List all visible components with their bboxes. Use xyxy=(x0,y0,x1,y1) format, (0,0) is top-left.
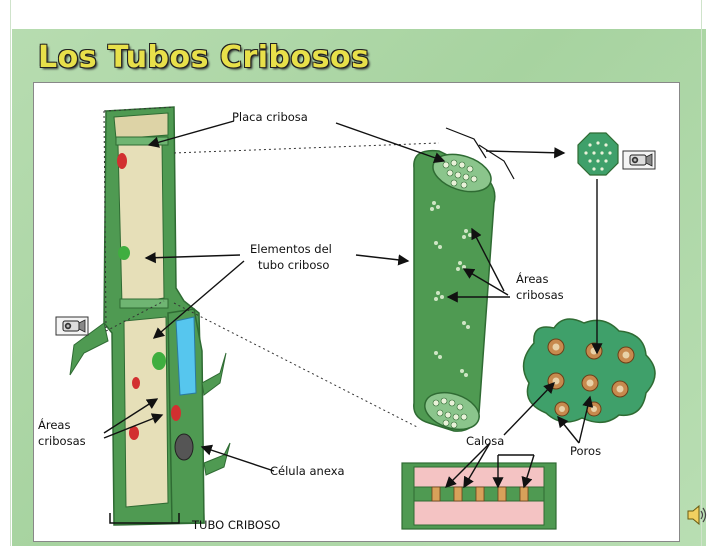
label-tubo-criboso: TUBO CRIBOSO xyxy=(191,518,280,532)
label-poros: Poros xyxy=(570,444,601,458)
break-mark xyxy=(478,144,515,180)
tube-bracket xyxy=(109,513,180,524)
cylindrical-tube xyxy=(413,127,515,432)
side-branch-left xyxy=(69,322,109,376)
organelle-green xyxy=(118,246,130,260)
plastid xyxy=(117,153,127,169)
companion-nucleus xyxy=(174,433,194,461)
plastid xyxy=(132,377,140,389)
label-areas-right-line2: cribosas xyxy=(516,288,564,302)
plastid xyxy=(171,405,181,421)
label-elementos-line2: tubo criboso xyxy=(258,258,329,272)
sieve-plate-detail xyxy=(577,132,619,176)
side-branch-right-lower xyxy=(203,442,231,476)
plastid xyxy=(129,426,139,440)
slide-title: Los Tubos Cribosos xyxy=(38,40,370,75)
sieve-areas-lateral xyxy=(430,201,472,377)
sieve-plate-top xyxy=(115,136,169,146)
organelle-green xyxy=(152,352,166,370)
label-areas-right-line1: Áreas xyxy=(516,271,548,286)
speaker-icon[interactable] xyxy=(686,503,708,527)
diagram-panel: Placa cribosa Elementos del tubo criboso… xyxy=(33,82,680,542)
top-element-cytoplasm xyxy=(113,112,169,140)
lower-element-cytoplasm xyxy=(123,316,169,508)
sieve-plate-middle xyxy=(119,298,169,309)
label-areas-left-line2: cribosas xyxy=(38,434,86,448)
label-celula-anexa: Célula anexa xyxy=(270,464,345,478)
camera-icon[interactable] xyxy=(622,150,656,170)
sieve-plate-pores xyxy=(432,159,478,429)
label-elementos-line1: Elementos del xyxy=(250,242,332,256)
cylinder-body xyxy=(413,149,496,432)
pores-detail xyxy=(522,318,656,424)
label-placa-cribosa: Placa cribosa xyxy=(232,110,308,124)
camera-icon[interactable] xyxy=(55,316,89,336)
longitudinal-tube xyxy=(69,106,231,526)
annotation-arrows xyxy=(103,120,603,489)
sieve-tube-diagram: Placa cribosa Elementos del tubo criboso… xyxy=(38,106,656,532)
perspective-lines xyxy=(103,106,440,429)
callose-section xyxy=(401,462,557,530)
label-calosa: Calosa xyxy=(466,434,504,448)
companion-vacuole xyxy=(175,316,197,396)
side-branch-right-upper xyxy=(201,352,227,396)
break-mark xyxy=(445,127,487,159)
label-areas-left-line1: Áreas xyxy=(38,417,70,432)
